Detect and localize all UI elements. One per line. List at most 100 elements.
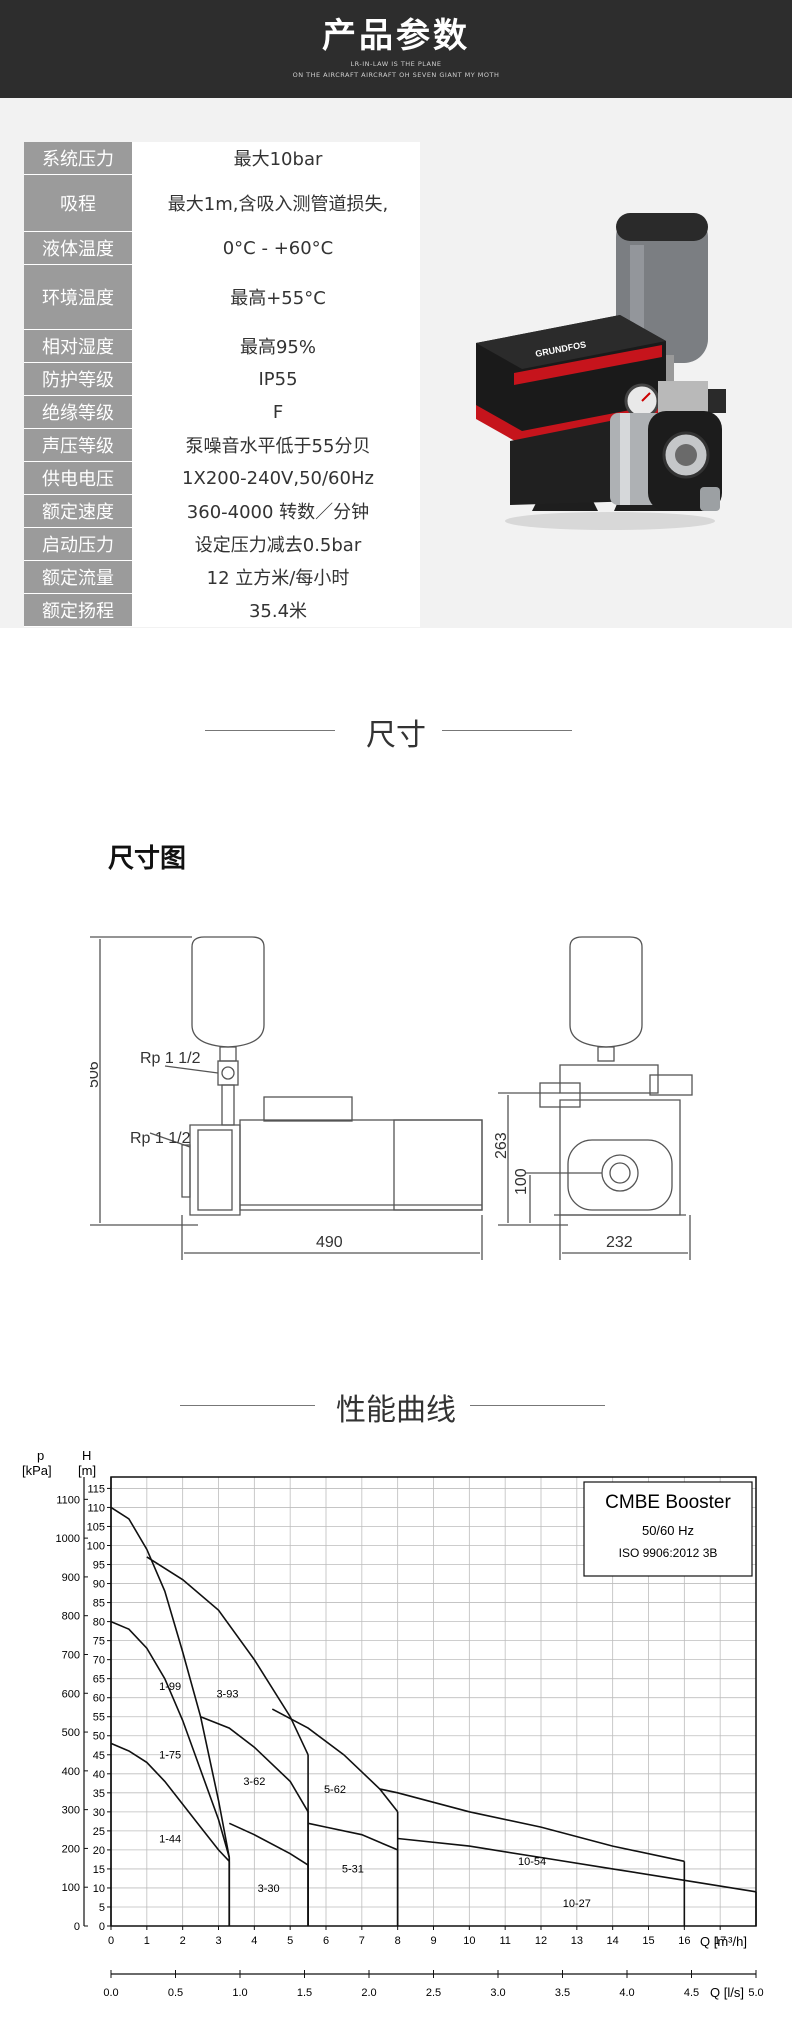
spec-value: 最大1m,含吸入测管道损失, (167, 194, 389, 215)
q-tick-label: 11 (499, 1935, 510, 1947)
p-tick-label: 0 (74, 1921, 80, 1933)
q-tick-label: 4 (251, 1935, 257, 1947)
spec-value: 0°C - +60°C (222, 237, 334, 259)
h-tick-label: 30 (93, 1807, 105, 1819)
q-tick-label: 10 (463, 1935, 475, 1947)
spec-value: 1X200-240V,50/60Hz (182, 467, 374, 489)
h-tick-label: 95 (93, 1560, 105, 1572)
q-tick-label: 12 (535, 1935, 547, 1947)
divider-right (442, 730, 572, 731)
performance-section-title: 性能曲线 (336, 1393, 456, 1428)
spec-label: 额定扬程 (24, 594, 136, 626)
spec-label: 系统压力 (24, 142, 136, 174)
spec-label: 防护等级 (24, 363, 136, 395)
spec-value: 12 立方米/每小时 (206, 568, 350, 589)
spec-value: 泵噪音水平低于55分贝 (185, 436, 371, 457)
curve-label: 1-99 (159, 1681, 181, 1693)
h-tick-label: 10 (93, 1883, 105, 1895)
x-label-q2: Q [l/s] (710, 1985, 744, 2000)
pump-product-image: GRUNDFOS (476, 213, 726, 530)
ls-tick-label: 0.5 (168, 1987, 183, 1999)
h-tick-label: 70 (93, 1655, 105, 1667)
q-tick-label: 9 (430, 1935, 436, 1947)
curve-10-54 (379, 1788, 685, 1863)
q-tick-label: 17 (714, 1935, 726, 1947)
spec-value: 设定压力减去0.5bar (194, 535, 362, 556)
page-header: 产品参数 LR-IN-LAW IS THE PLANE ON THE AIRCR… (0, 0, 792, 98)
curve-label: 10-54 (518, 1856, 546, 1868)
spec-value: 最高95% (239, 337, 316, 358)
ls-tick-label: 4.0 (619, 1987, 634, 1999)
spec-value: 最大10bar (233, 149, 323, 170)
h-tick-label: 50 (93, 1731, 105, 1743)
q-tick-label: 16 (678, 1935, 690, 1947)
ls-tick-label: 3.0 (490, 1987, 505, 1999)
performance-chart: 0510152025303540455055606570758085909510… (22, 1448, 764, 2000)
divider-left (205, 730, 335, 731)
header-subtitle-2: ON THE AIRCRAFT AIRCRAFT OH SEVEN GIANT … (292, 71, 500, 79)
spec-row: 吸程 最大1m,含吸入测管道损失, (24, 175, 420, 232)
h-tick-label: 20 (93, 1845, 105, 1857)
h-axis-ticks: 0510152025303540455055606570758085909510… (87, 1483, 111, 1933)
dim-label-rp-top: Rp 1 1/2 (140, 1050, 201, 1067)
spec-row: 额定流量 12 立方米/每小时 (24, 561, 420, 594)
h-tick-label: 45 (93, 1750, 105, 1762)
curve-1-75 (110, 1620, 231, 1858)
spec-row: 环境温度最高+55°C (24, 265, 420, 330)
spec-label: 环境温度 (24, 265, 136, 329)
q-tick-label: 14 (607, 1935, 619, 1947)
spec-row: 相对湿度 最高95% (24, 330, 420, 363)
dim-label-height-inlet: 100 (513, 1168, 530, 1195)
spec-label: 液体温度 (24, 232, 136, 264)
dimensions-section-title: 尺寸 (366, 718, 426, 753)
spec-label: 额定流量 (24, 561, 136, 593)
h-tick-label: 5 (99, 1902, 105, 1914)
p-tick-label: 800 (62, 1611, 80, 1623)
spec-label: 吸程 (24, 175, 136, 231)
h-tick-label: 80 (93, 1617, 105, 1629)
divider-left-2 (180, 1405, 315, 1406)
x-label-q1: Q [m³/h] (700, 1934, 747, 1949)
q-tick-label: 2 (180, 1935, 186, 1947)
spec-row: 液体温度 0°C - +60°C (24, 232, 420, 265)
dim-label-height-total: 506 (90, 1061, 102, 1088)
curve-3-93 (146, 1556, 309, 1756)
h-tick-label: 65 (93, 1674, 105, 1686)
dim-label-width: 232 (606, 1234, 633, 1251)
spec-row: 声压等级泵噪音水平低于55分贝 (24, 429, 420, 462)
q-tick-label: 3 (215, 1935, 221, 1947)
curve-3-62 (200, 1715, 309, 1813)
h-tick-label: 105 (87, 1521, 105, 1533)
p-tick-label: 500 (62, 1727, 80, 1739)
h-tick-label: 90 (93, 1579, 105, 1591)
h-tick-label: 85 (93, 1598, 105, 1610)
h-tick-label: 55 (93, 1712, 105, 1724)
h-tick-label: 35 (93, 1788, 105, 1800)
y-unit-p: [kPa] (22, 1463, 52, 1478)
ls-tick-label: 2.5 (426, 1987, 441, 1999)
h-tick-label: 25 (93, 1826, 105, 1838)
divider-right-2 (470, 1405, 605, 1406)
curve-labels: 1-991-751-443-933-623-305-625-3110-5410-… (159, 1681, 591, 1910)
spec-value: 360-4000 转数／分钟 (186, 502, 370, 523)
curve-1-99 (110, 1506, 231, 1858)
dim-label-rp-side: Rp 1 1/2 (130, 1130, 191, 1147)
curve-5-31 (307, 1822, 399, 1851)
spec-value: F (272, 401, 284, 423)
h-tick-label: 0 (99, 1921, 105, 1933)
h-tick-label: 115 (87, 1483, 105, 1495)
q-tick-label: 5 (287, 1935, 293, 1947)
curve-label: 1-75 (159, 1750, 181, 1762)
q-tick-label: 6 (323, 1935, 329, 1947)
spec-label: 相对湿度 (24, 330, 136, 362)
spec-label: 启动压力 (24, 528, 136, 560)
p-tick-label: 100 (62, 1882, 80, 1894)
p-tick-label: 700 (62, 1649, 80, 1661)
header-subtitle-1: LR-IN-LAW IS THE PLANE (350, 60, 442, 68)
